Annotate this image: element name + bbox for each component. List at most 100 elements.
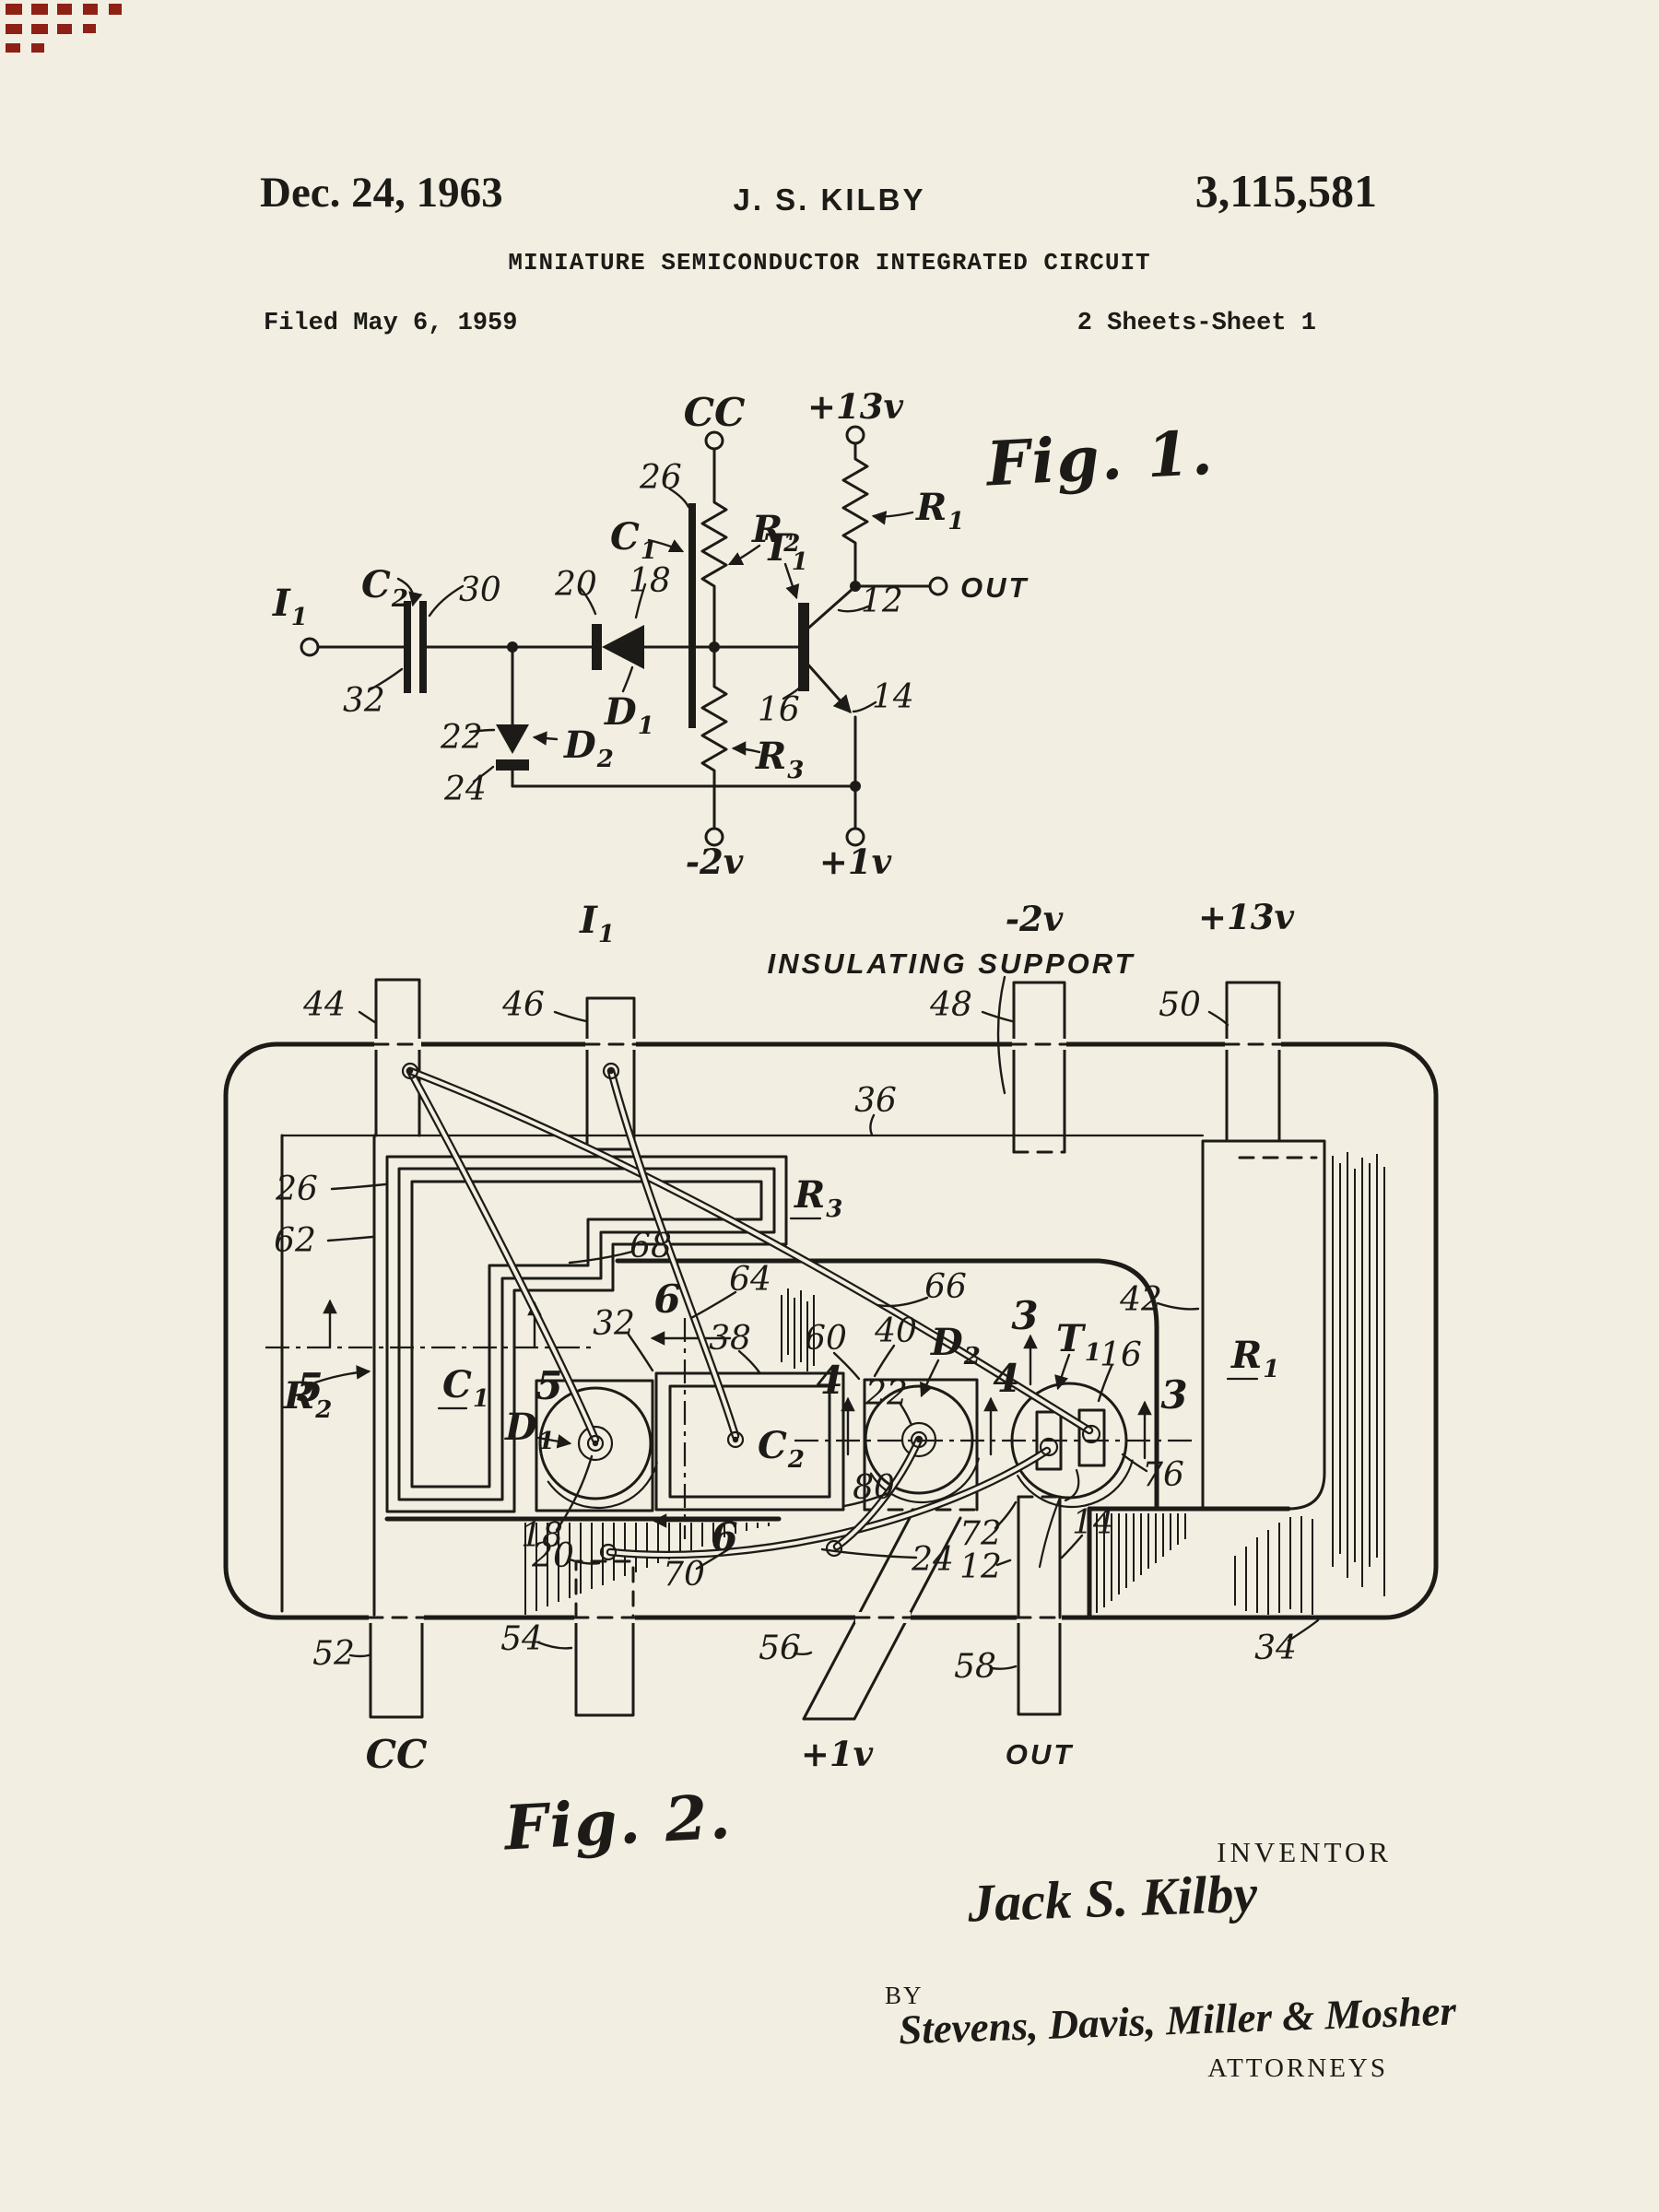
- fig2-label-48: 48: [929, 986, 972, 1024]
- fig1-label-13v: +13v: [807, 386, 903, 427]
- leader-44: [359, 1012, 376, 1023]
- fig1-label-12: 12: [861, 582, 903, 620]
- fig1-label-26: 26: [639, 459, 682, 497]
- fig1-label-neg2v: -2v: [686, 841, 744, 882]
- fig1-label-22: 22: [440, 719, 483, 757]
- fig2-label-52: 52: [312, 1635, 355, 1673]
- fig1-terminal-out: [930, 578, 947, 594]
- fig2-section-6-top: 6: [653, 1277, 680, 1322]
- leader-46: [555, 1012, 586, 1021]
- fig2-label-d1: D1: [504, 1406, 555, 1455]
- fig2-label-56: 56: [759, 1630, 801, 1667]
- fig1-schematic: I1 C2 30 32 20 18 D1 22 24 D2 26 C1 R2 R…: [272, 386, 1216, 882]
- fig1-label-20: 20: [554, 566, 597, 604]
- leader-d2: [535, 737, 557, 739]
- fig2-label-16: 16: [1100, 1336, 1142, 1374]
- leader-42: [1158, 1303, 1198, 1309]
- filed-date: Filed May 6, 1959: [264, 310, 517, 337]
- fig2-lead-48: [1014, 982, 1065, 1152]
- fig1-label-14: 14: [872, 678, 914, 716]
- fig2-label-40: 40: [874, 1312, 917, 1350]
- leader-support: [998, 977, 1005, 1093]
- fig2-label-out: OUT: [1006, 1738, 1075, 1771]
- leader-r1: [874, 512, 912, 517]
- fig2-label-d2: D2: [930, 1321, 981, 1371]
- inventor-name-header: J. S. KILBY: [0, 182, 1659, 218]
- leader-62: [328, 1237, 372, 1241]
- fig2-label-r3: R3: [794, 1173, 842, 1223]
- attorneys-heading: ATTORNEYS: [1207, 2053, 1388, 2084]
- t1-emitter-arrow: [806, 662, 850, 712]
- fig2-label-26: 26: [275, 1171, 318, 1208]
- patent-number: 3,115,581: [1195, 164, 1377, 218]
- fig2-label-38: 38: [709, 1320, 751, 1358]
- fig2-label-20: 20: [531, 1537, 574, 1575]
- fig2-r1-region: [1203, 1141, 1324, 1509]
- fig2-label-72: 72: [959, 1515, 1002, 1553]
- diode-d2-bar: [496, 759, 529, 771]
- fig1-label-cc: CC: [684, 390, 746, 435]
- fig2-label-t1: T1: [1056, 1317, 1101, 1367]
- fig2-section-3-right: 3: [1160, 1372, 1187, 1418]
- fig2-lead-58: [1018, 1618, 1060, 1714]
- diode-d1-triangle: [602, 625, 644, 669]
- capacitor-c1-bar: [688, 503, 696, 728]
- fig2-section-6-bottom: 6: [711, 1514, 737, 1559]
- fig1-terminal-i1: [301, 639, 318, 655]
- resistor-r2-r3-chain: [702, 449, 726, 829]
- leader-26: [332, 1184, 385, 1189]
- fig2-label-12: 12: [959, 1548, 1002, 1586]
- fig2-label-46: 46: [501, 986, 545, 1024]
- fig2-label-36: 36: [854, 1082, 897, 1120]
- fig2-wire-terminals: [403, 1064, 1100, 1559]
- sheet-count: 2 Sheets-Sheet 1: [1077, 310, 1316, 337]
- fig2-lead-52: [371, 1618, 422, 1717]
- fig1-label-24: 24: [443, 771, 487, 808]
- fig1-label-30: 30: [459, 571, 501, 609]
- fig2-section-5-right: 5: [535, 1363, 562, 1408]
- fig2-label-22: 22: [865, 1375, 908, 1413]
- fig1-label-32: 32: [343, 682, 385, 720]
- fig1-caption: Fig. 1.: [982, 417, 1216, 500]
- fig2-bond-wires: [410, 1071, 1089, 1555]
- fig1-label-c2: C2: [361, 563, 408, 613]
- fig2-label-70: 70: [663, 1556, 705, 1594]
- leader-54: [538, 1642, 571, 1648]
- fig2-label-14: 14: [1072, 1504, 1114, 1542]
- leader-30: [429, 586, 463, 616]
- fig2-label-50: 50: [1159, 986, 1201, 1024]
- fig2-section-4-left: 4: [816, 1358, 842, 1403]
- fig2-section-4-right: 4: [993, 1356, 1019, 1401]
- fig1-label-t1: T1: [763, 526, 808, 576]
- fig1-label-d1: D1: [604, 690, 654, 740]
- leader-d1: [623, 667, 632, 691]
- fig2-label-54: 54: [500, 1620, 543, 1658]
- fig2-label-44: 44: [302, 986, 346, 1024]
- fig2-label-80: 80: [853, 1469, 895, 1507]
- fig2-label-42: 42: [1119, 1281, 1162, 1319]
- fig2-label-68: 68: [629, 1228, 672, 1265]
- fig2-label-cc: CC: [366, 1732, 428, 1777]
- fig2-label-58: 58: [954, 1648, 996, 1686]
- transistor-t1-base-bar: [798, 603, 809, 691]
- fig2-label-64: 64: [729, 1261, 771, 1299]
- fig1-label-r1: R1: [915, 486, 964, 535]
- fig2-label-62: 62: [274, 1222, 316, 1260]
- fig2-label-66: 66: [924, 1268, 967, 1306]
- fig2-label-24: 24: [911, 1541, 954, 1579]
- fig1-label-1v: +1v: [819, 841, 892, 882]
- diode-d2-triangle: [496, 724, 529, 754]
- fig2-label-r1: R1: [1230, 1334, 1279, 1383]
- fig2-lead-44: [376, 980, 419, 1135]
- fig2-lead-50: [1227, 982, 1279, 1141]
- fig2-plan-view: I1 -2v +13v INSULATING SUPPORT 44 46 48 …: [226, 897, 1436, 1865]
- fig2-lead-54: [576, 1618, 633, 1715]
- scan-artifact-marks: [6, 4, 122, 53]
- fig2-label-60: 60: [805, 1320, 847, 1358]
- fig2-label-neg2v: -2v: [1006, 899, 1064, 939]
- fig2-label-insulating-support: INSULATING SUPPORT: [767, 947, 1135, 980]
- fig1-label-r3: R3: [755, 735, 804, 784]
- leader-48: [982, 1012, 1012, 1021]
